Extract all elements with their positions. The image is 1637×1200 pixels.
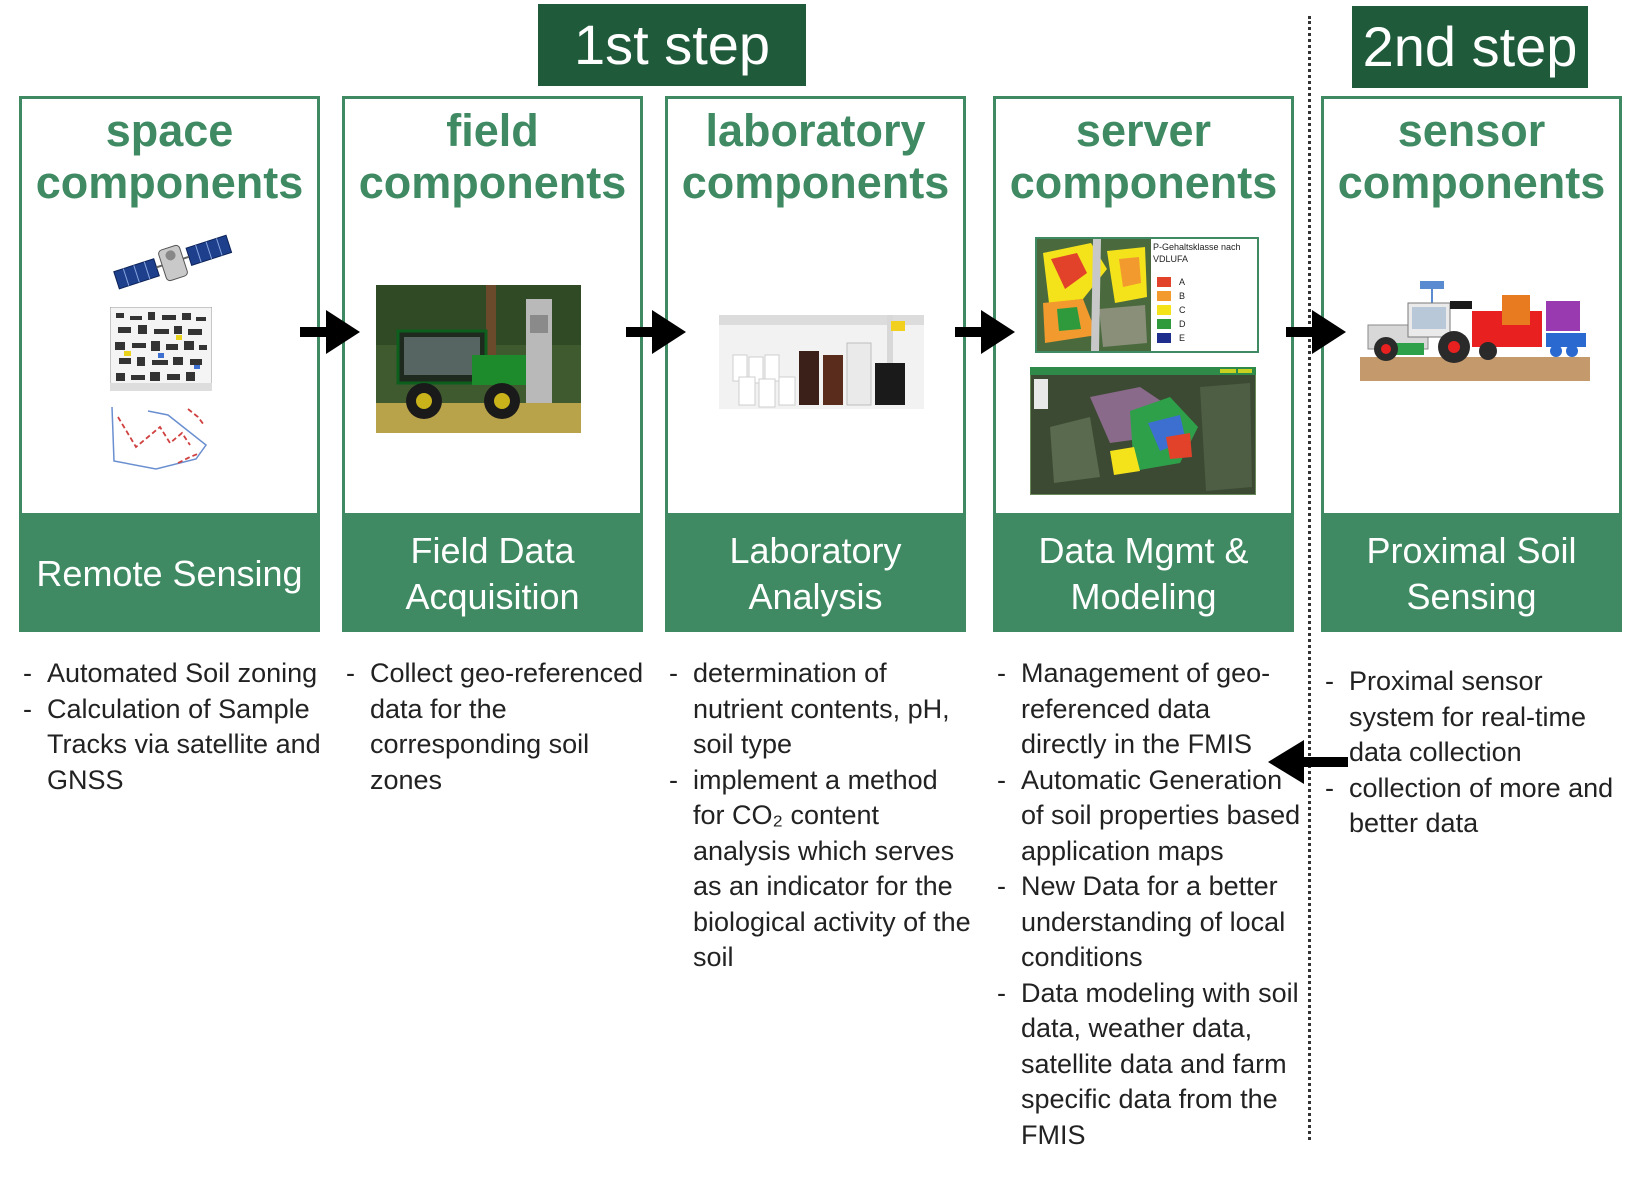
component-card: server components P-Gehaltsklasse nach V…	[993, 96, 1294, 516]
bullet-item: Calculation of Sample Tracks via satelli…	[21, 692, 327, 799]
legend-label: B	[1179, 291, 1186, 301]
tractor-icon	[1360, 281, 1590, 381]
right-arrow-icon	[300, 310, 360, 354]
bullet-item: Automated Soil zoning	[21, 656, 327, 692]
legend-item: B	[1157, 289, 1186, 303]
first-step-badge: 1st step	[538, 4, 806, 86]
legend-item: A	[1157, 275, 1186, 289]
lab-bottles-icon	[719, 315, 924, 409]
field-map	[1037, 239, 1151, 351]
legend-swatch	[1157, 333, 1171, 343]
component-card: laboratory components	[665, 96, 966, 516]
component-band: Data Mgmt & Modeling	[993, 516, 1294, 632]
bullet-item: collection of more and better data	[1323, 771, 1629, 842]
legend-swatch	[1157, 319, 1171, 329]
legend-label: E	[1179, 333, 1186, 343]
component-card: field components	[342, 96, 643, 516]
fmis-screenshot	[1030, 367, 1256, 495]
map-legend: A B C D E	[1157, 275, 1186, 345]
legend-swatch	[1157, 277, 1171, 287]
legend-item: E	[1157, 331, 1186, 345]
legend-item: C	[1157, 303, 1186, 317]
second-step-badge: 2nd step	[1352, 6, 1588, 88]
left-arrow-icon	[1268, 740, 1348, 784]
p-class-map-panel: P-Gehaltsklasse nach VDLUFA A B C D E	[1035, 237, 1259, 353]
bullet-list: Automated Soil zoning Calculation of Sam…	[21, 656, 327, 798]
legend-label: D	[1179, 319, 1186, 329]
component-band: Laboratory Analysis	[665, 516, 966, 632]
right-arrow-icon	[955, 310, 1015, 354]
card-title: field components	[358, 105, 627, 208]
bullet-item: Proximal sensor system for real-time dat…	[1323, 664, 1629, 771]
component-card: sensor components	[1321, 96, 1622, 516]
bullet-list: Proximal sensor system for real-time dat…	[1323, 664, 1629, 842]
soil-zoning-map	[110, 307, 212, 391]
component-band: Proximal Soil Sensing	[1321, 516, 1622, 632]
legend-swatch	[1157, 305, 1171, 315]
bullet-list: Collect geo-referenced data for the corr…	[344, 656, 650, 798]
bullet-item: determination of nutrient contents, pH, …	[667, 656, 973, 763]
card-title: server components	[1009, 105, 1278, 208]
satellite-icon	[113, 234, 233, 290]
bullet-list: determination of nutrient contents, pH, …	[667, 656, 973, 976]
component-card: space components	[19, 96, 320, 516]
card-title: laboratory components	[681, 105, 950, 208]
step-divider	[1308, 16, 1311, 1140]
bullet-item: Data modeling with soil data, weather da…	[995, 976, 1301, 1154]
bullet-item: Management of geo-referenced data direct…	[995, 656, 1301, 763]
right-arrow-icon	[626, 310, 686, 354]
bullet-item: implement a method for CO₂ content analy…	[667, 763, 973, 976]
component-band: Field Data Acquisition	[342, 516, 643, 632]
bullet-item: Automatic Generation of soil properties …	[995, 763, 1301, 870]
card-title: space components	[35, 105, 304, 208]
legend-swatch	[1157, 291, 1171, 301]
legend-label: C	[1179, 305, 1186, 315]
bullet-list: Management of geo-referenced data direct…	[995, 656, 1301, 1153]
legend-label: A	[1179, 277, 1186, 287]
bullet-item: New Data for a better understanding of l…	[995, 869, 1301, 976]
map-legend-title: P-Gehaltsklasse nach VDLUFA	[1153, 242, 1241, 264]
sample-track-sketch	[111, 406, 208, 470]
legend-item: D	[1157, 317, 1186, 331]
component-band: Remote Sensing	[19, 516, 320, 632]
card-title: sensor components	[1337, 105, 1606, 208]
tractor-photo	[376, 285, 581, 433]
bullet-item: Collect geo-referenced data for the corr…	[344, 656, 650, 798]
right-arrow-icon	[1286, 310, 1346, 354]
